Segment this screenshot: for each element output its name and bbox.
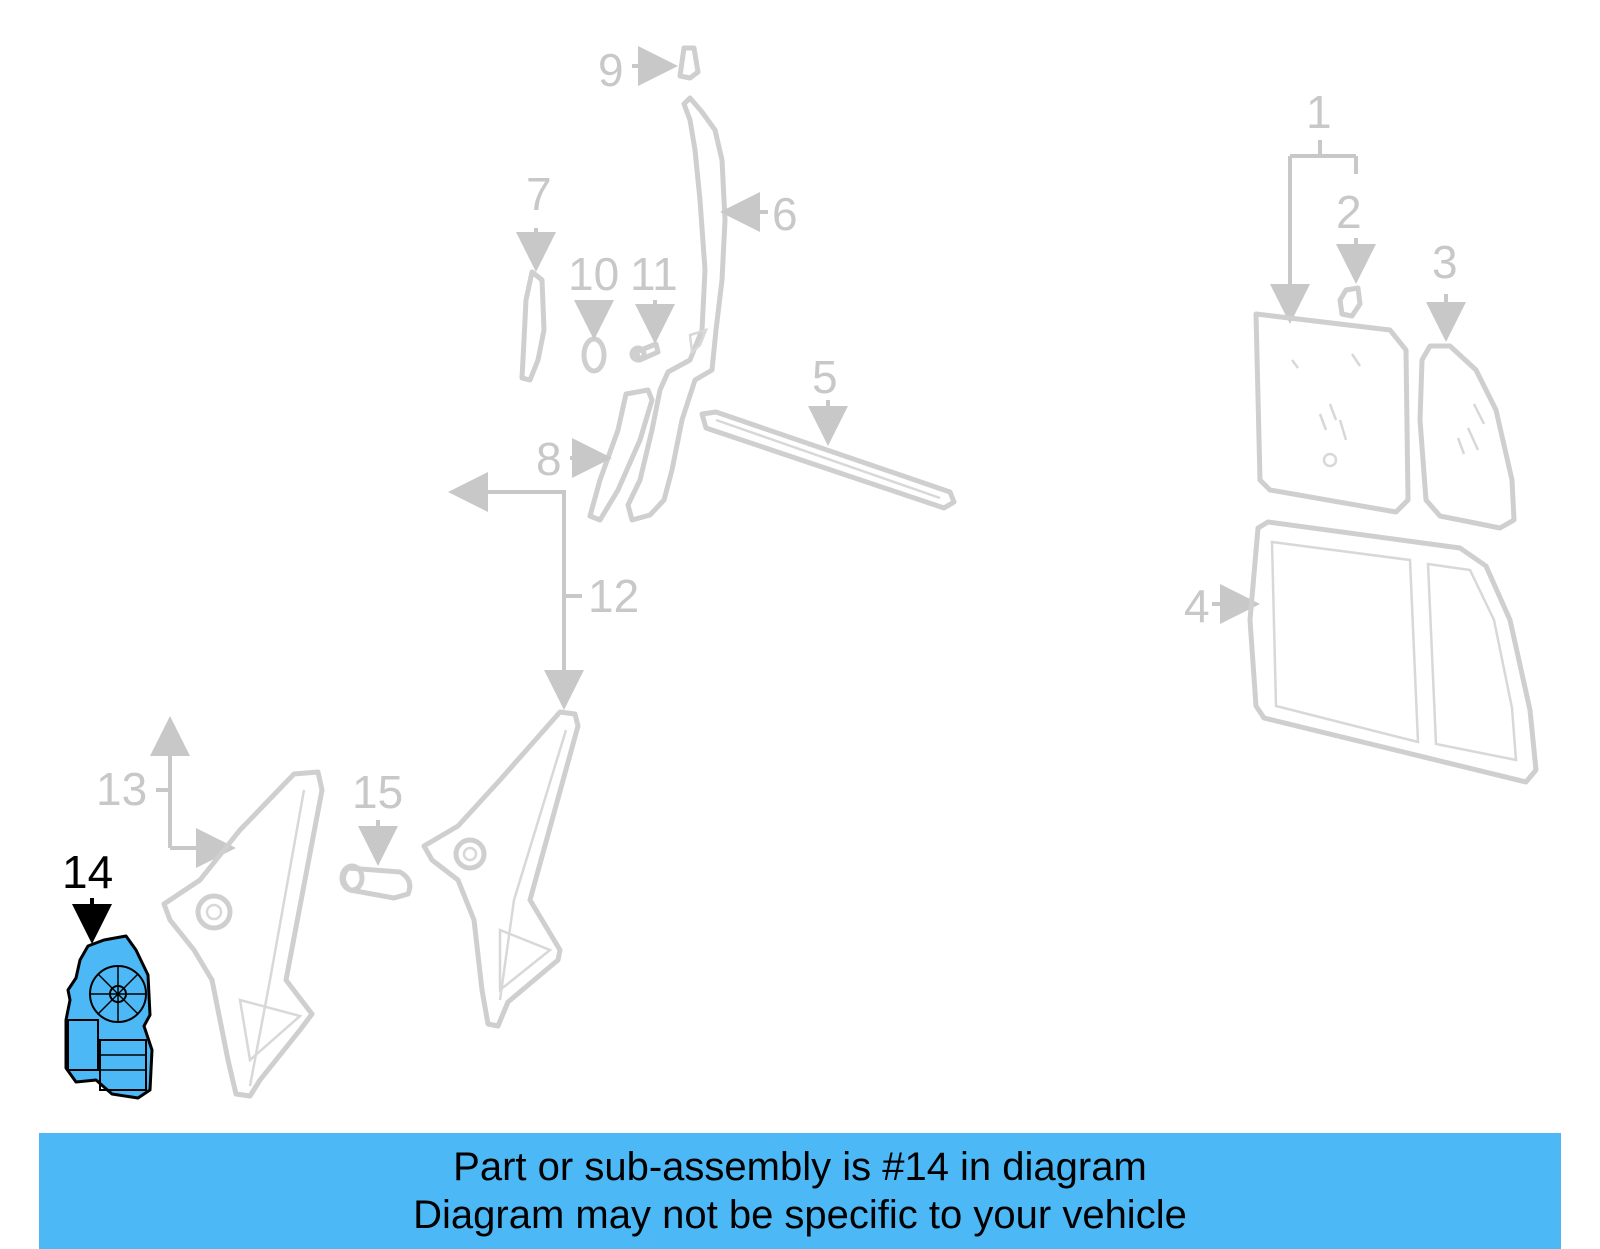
- motor-armature: [99, 1039, 147, 1091]
- motor-connector: [67, 1019, 99, 1071]
- callout-4: 4: [1184, 580, 1210, 632]
- part-9-clip[interactable]: 9: [598, 44, 701, 96]
- part-8-trim-strip[interactable]: 8: [536, 387, 655, 523]
- callout-12: 12: [588, 570, 639, 622]
- part-15-bushing[interactable]: 15: [339, 766, 413, 901]
- part-11-screw[interactable]: 11: [629, 248, 678, 363]
- info-banner: Part or sub-assembly is #14 in diagram D…: [39, 1133, 1561, 1249]
- callout-13: 13: [96, 763, 147, 815]
- callout-14: 14: [62, 846, 113, 898]
- part-5-sill-plate[interactable]: 5: [699, 351, 957, 511]
- callout-6: 6: [772, 188, 798, 240]
- callout-5: 5: [812, 351, 838, 403]
- part-12-window-regulator[interactable]: 12: [421, 472, 639, 1029]
- part-10-grommet[interactable]: 10: [568, 248, 619, 374]
- part-13-window-regulator[interactable]: 13: [96, 716, 325, 1099]
- callout-15: 15: [352, 766, 403, 818]
- part-7-trim-piece[interactable]: 7: [516, 168, 556, 383]
- part-4-window-frame[interactable]: 4: [1184, 519, 1539, 785]
- callout-9: 9: [598, 44, 624, 96]
- callout-3: 3: [1432, 236, 1458, 288]
- window-motor-body: [64, 934, 154, 1100]
- callout-10: 10: [568, 248, 619, 300]
- banner-disclaimer: Diagram may not be specific to your vehi…: [413, 1193, 1187, 1237]
- callout-7: 7: [526, 168, 552, 220]
- part-14-window-motor[interactable]: 14: [62, 846, 154, 1100]
- part-3-quarter-glass[interactable]: 3: [1417, 236, 1517, 531]
- callout-1: 1: [1306, 86, 1332, 138]
- part-2-clip[interactable]: 2: [1336, 186, 1376, 319]
- callout-11: 11: [630, 248, 678, 300]
- part-6-pillar-trim[interactable]: 6: [625, 95, 798, 523]
- part-1-glass[interactable]: 1: [1253, 86, 1411, 515]
- banner-part-note: Part or sub-assembly is #14 in diagram: [453, 1145, 1147, 1189]
- callout-8: 8: [536, 433, 562, 485]
- callout-2: 2: [1336, 186, 1362, 238]
